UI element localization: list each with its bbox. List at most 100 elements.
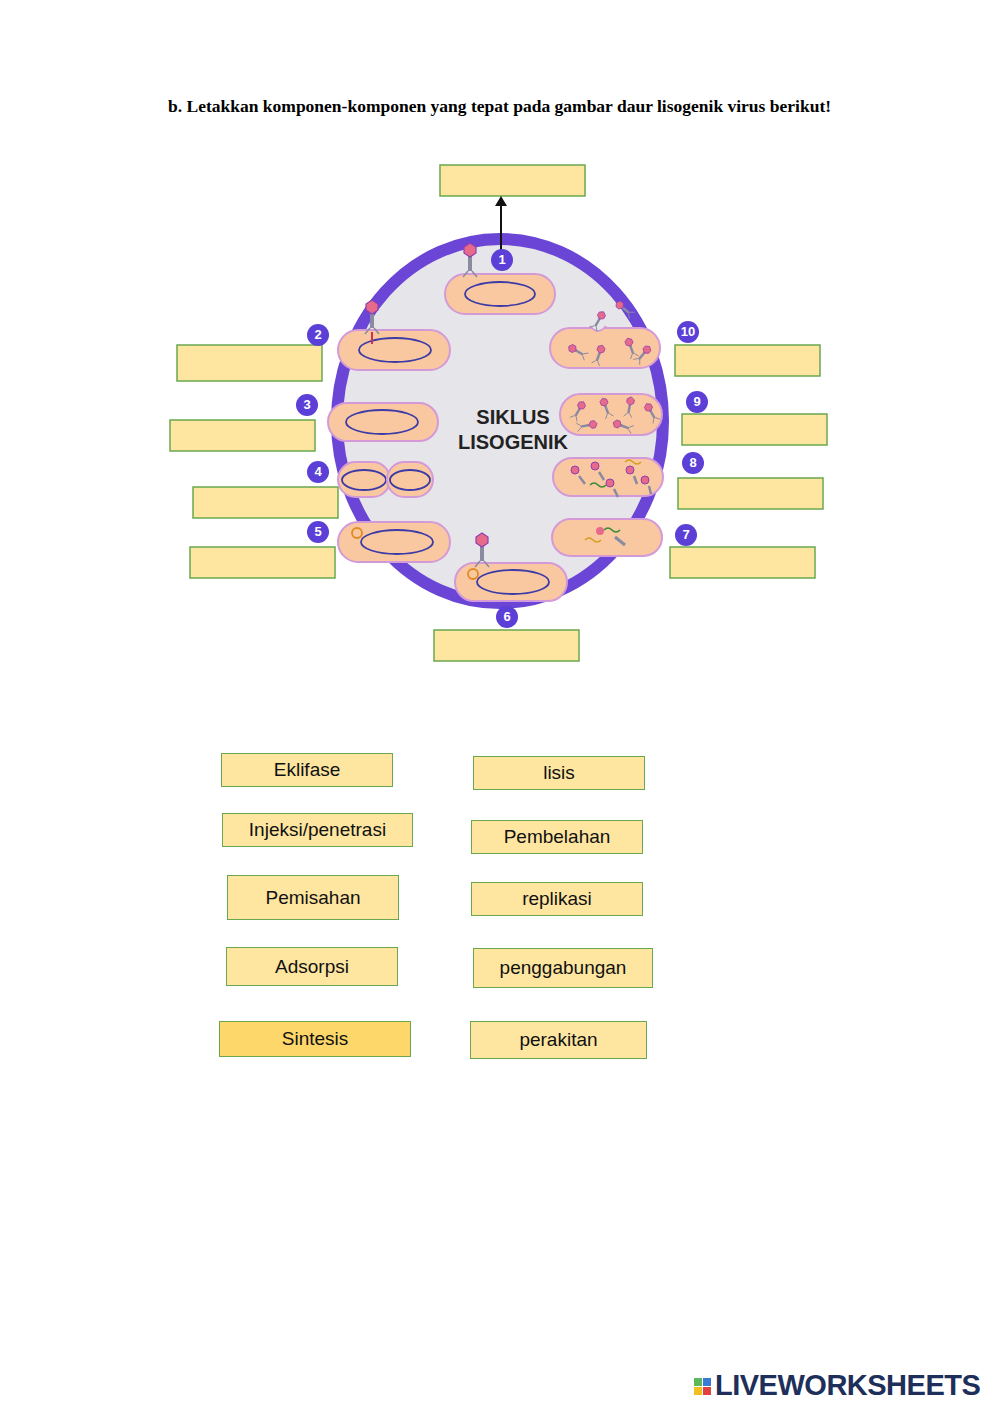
bacteriophage <box>643 402 660 424</box>
viral-head <box>606 479 614 487</box>
viral-head <box>641 476 649 484</box>
word-bank-box: Pemisahan <box>227 875 399 920</box>
word-bank-box: perakitan <box>470 1021 647 1059</box>
answer-slot <box>170 420 315 451</box>
viral-tail <box>634 476 637 484</box>
callout-number: 9 <box>686 391 708 413</box>
viral-dna <box>352 528 362 538</box>
callout-number: 6 <box>496 606 518 628</box>
bacterium-cell <box>553 458 663 496</box>
callout-circle <box>496 606 518 628</box>
callout-circle <box>307 521 329 543</box>
word-bank-term: Pemisahan <box>265 887 360 909</box>
answer-slot <box>434 630 579 661</box>
logo-icon <box>694 1387 702 1395</box>
word-bank-term: Eklifase <box>274 759 341 781</box>
word-bank-box: lisis <box>473 756 645 790</box>
viral-tail <box>614 489 618 497</box>
callout-circle <box>307 461 329 483</box>
callout-circle <box>677 321 699 343</box>
bacteriophage <box>590 310 607 332</box>
callout-number: 1 <box>491 249 513 271</box>
word-bank-term: Adsorpsi <box>275 956 349 978</box>
word-bank-box: Pembelahan <box>471 820 643 854</box>
callout-circle <box>682 452 704 474</box>
bacterial-chromosome <box>465 282 535 306</box>
answer-slot <box>682 414 827 445</box>
bacteriophage <box>633 344 653 365</box>
callout-number: 3 <box>296 394 318 416</box>
viral-head <box>591 462 599 470</box>
viral-tail <box>649 486 651 494</box>
callout-number: 2 <box>307 324 329 346</box>
viral-head <box>626 466 634 474</box>
bacteriophage <box>614 299 635 319</box>
bacteriophage <box>612 419 634 434</box>
arrow-head <box>495 196 507 206</box>
callout-circle <box>675 524 697 546</box>
callout-circle <box>491 249 513 271</box>
bacteriophage <box>365 300 379 334</box>
bacterium-cell <box>338 330 450 370</box>
word-bank-term: replikasi <box>522 888 592 910</box>
answer-slot <box>193 487 338 518</box>
bacterium-cell <box>387 462 433 497</box>
bacterium-cell <box>338 462 390 497</box>
word-bank-term: perakitan <box>519 1029 597 1051</box>
viral-head <box>571 466 579 474</box>
bacteriophage <box>576 420 598 432</box>
viral-tail <box>579 476 585 484</box>
bacterial-chromosome <box>390 470 430 490</box>
word-bank-term: Sintesis <box>282 1028 349 1050</box>
callout-circle <box>307 324 329 346</box>
bacterial-chromosome <box>361 530 433 554</box>
watermark-logo: LIVEWORKSHEETS <box>715 1369 980 1402</box>
answer-slot <box>190 547 335 578</box>
bacterium-cell <box>455 563 567 601</box>
viral-head <box>596 527 604 535</box>
bacteriophage <box>570 400 587 422</box>
answer-slot <box>675 345 820 376</box>
viral-dna <box>468 569 478 579</box>
word-bank-box: penggabungan <box>473 948 653 988</box>
bacteriophage <box>624 337 639 359</box>
bacterial-chromosome <box>342 470 386 490</box>
word-bank-term: Pembelahan <box>504 826 611 848</box>
bacterium-cell <box>560 394 662 435</box>
viral-tail <box>615 537 625 545</box>
logo-icon <box>703 1387 711 1395</box>
viral-dna <box>604 528 620 532</box>
bacteriophage <box>567 343 589 360</box>
callout-number: 10 <box>677 321 699 343</box>
word-bank-box: Adsorpsi <box>226 947 398 986</box>
callout-circle <box>686 391 708 413</box>
word-bank-term: Injeksi/penetrasi <box>249 819 386 841</box>
bacteriophage <box>592 344 607 366</box>
bacterium-cell <box>550 328 660 368</box>
bacteriophage <box>624 396 636 418</box>
callout-circle <box>296 394 318 416</box>
bacterium-cell <box>445 274 555 314</box>
word-bank-box: replikasi <box>471 882 643 916</box>
word-bank-term: lisis <box>543 762 575 784</box>
viral-dna <box>625 460 641 464</box>
bacterial-chromosome <box>346 410 418 434</box>
cycle-title: SIKLUS LISOGENIK <box>453 405 573 455</box>
viral-dna <box>590 483 606 487</box>
word-bank-box: Sintesis <box>219 1021 411 1057</box>
callout-number: 8 <box>682 452 704 474</box>
callout-number: 5 <box>307 521 329 543</box>
injected-dna <box>371 332 373 344</box>
bacteriophage <box>463 243 477 277</box>
callout-number: 4 <box>307 461 329 483</box>
word-bank-box: Injeksi/penetrasi <box>222 813 413 847</box>
bacterial-chromosome <box>359 338 431 362</box>
answer-slot <box>177 345 322 381</box>
callout-number: 7 <box>675 524 697 546</box>
answer-slot <box>440 165 585 196</box>
word-bank-term: penggabungan <box>500 957 627 979</box>
bacterium-cell <box>328 403 438 441</box>
viral-dna <box>585 538 601 542</box>
